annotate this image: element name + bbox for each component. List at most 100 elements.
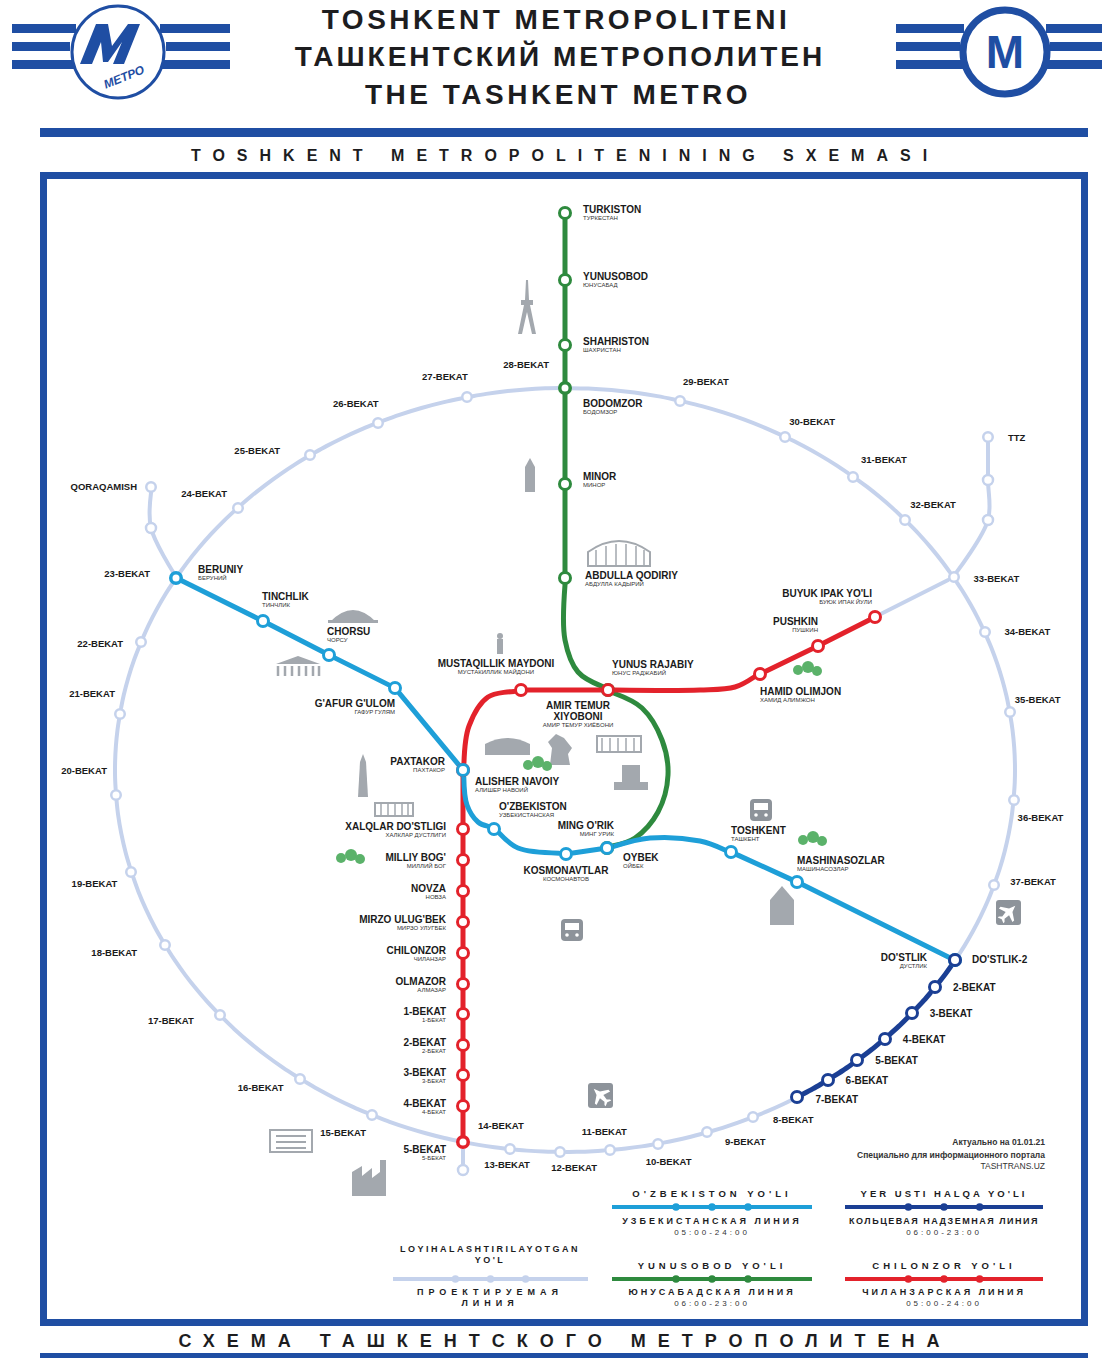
- station-circle: [135, 636, 147, 648]
- station-circle: [906, 1008, 917, 1019]
- station-name: MILLIY BOG': [385, 852, 446, 863]
- station-label: SHAHRISTONШАХРИСТАН: [583, 336, 649, 354]
- station-node: OLMAZORАЛМАЗАР: [456, 977, 470, 991]
- station-circle: [870, 612, 881, 623]
- station-circle: [114, 708, 126, 720]
- station-circle: [982, 431, 994, 443]
- track-segment: [461, 960, 466, 977]
- station-label: TTZ: [1008, 432, 1025, 443]
- station-circle: [390, 683, 401, 694]
- station-name-cyrillic: ГАФУР ГУЛЯМ: [315, 709, 395, 716]
- station-name: 22-BEKAT: [77, 638, 123, 649]
- station-circle: [146, 482, 156, 492]
- station-name-cyrillic: 4-БЕКАТ: [403, 1109, 446, 1116]
- legend-swatch: [708, 1203, 716, 1211]
- station-circle: [847, 471, 859, 483]
- station-circle: [560, 208, 571, 219]
- station-circle: [170, 572, 182, 584]
- station-circle: [558, 273, 572, 287]
- station-circle: [979, 626, 991, 638]
- subtitle-box: TOSHKENT METROPOLITENINING SXEMASI: [191, 146, 939, 165]
- track-segment: [959, 890, 992, 954]
- station-name: 31-BEKAT: [861, 454, 907, 465]
- station-circle: [675, 396, 685, 406]
- track-segment: [804, 1084, 822, 1094]
- station-circle: [305, 450, 315, 460]
- station-name: 3-BEKAT: [403, 1067, 446, 1078]
- station-node: 20-BEKAT: [110, 789, 122, 801]
- station-circle: [653, 1139, 663, 1149]
- track-segment: [616, 1145, 652, 1150]
- station-node: 17-BEKAT: [214, 1009, 226, 1021]
- station-name: 5-BEKAT: [403, 1144, 446, 1155]
- station-circle: [928, 980, 942, 994]
- station-node: PUSHKINПУШКИН: [811, 639, 825, 653]
- station-node: 13-BEKAT: [504, 1143, 516, 1155]
- station-label: 2-BEKAT2-БЕКАТ: [403, 1037, 446, 1055]
- station-name-cyrillic: ЮНУС РАДЖАБИЙ: [612, 670, 694, 677]
- station-node: AMIR TEMUR XIYOBONIАМИР ТЕМУР ХИЁБОНИ: [601, 683, 615, 697]
- legend-hours: 06:00-23:00: [674, 1299, 750, 1309]
- station-node: HAMID OLIMJONХАМИД АЛИМЖОН: [753, 667, 767, 681]
- station-name-cyrillic: ШАХРИСТАН: [583, 347, 649, 354]
- station-circle: [159, 939, 171, 951]
- station-circle: [145, 481, 157, 493]
- station-name-cyrillic: МИЛЛИЙ БОГ: [385, 863, 446, 870]
- station-circle: [848, 472, 858, 482]
- frame: [40, 128, 1088, 137]
- station-name-cyrillic: УЗБЕКИСТАНСКАЯ: [499, 812, 567, 819]
- station-name: 7-BEKAT: [815, 1094, 858, 1105]
- track-segment: [461, 898, 466, 915]
- station-label: 35-BEKAT: [1015, 694, 1061, 705]
- legend-subtext: КОЛЬЦЕВАЯ НАДЗЕМНАЯ ЛИНИЯ: [849, 1216, 1039, 1227]
- track-segment: [461, 929, 466, 946]
- station-label: 36-BEKAT: [1018, 812, 1064, 823]
- station-label: XALQLAR DO'STLIGIХАЛКЛАР ДУСТЛИГИ: [345, 821, 446, 839]
- station-circle: [462, 392, 472, 402]
- station-name-cyrillic: ХАЛКЛАР ДУСТЛИГИ: [345, 832, 446, 839]
- station-label: 5-BEKAT: [875, 1055, 918, 1066]
- legend-subtext: ЧИЛАНЗАРСКАЯ ЛИНИЯ: [862, 1287, 1026, 1298]
- station-circle: [1004, 706, 1016, 718]
- track-segment: [766, 649, 811, 671]
- landmark-icons: [518, 280, 536, 334]
- station-name: 30-BEKAT: [789, 416, 835, 427]
- station-node: CHORSUЧОРСУ: [322, 648, 336, 662]
- station-node: 28-BEKAT: [559, 382, 571, 394]
- station-circle: [879, 1033, 890, 1044]
- legend-swatch: [905, 1275, 913, 1283]
- legend-subtext-box: ПРОЕКТИРУЕМАЯ ЛИНИЯ: [390, 1287, 590, 1309]
- header-stripes: [160, 60, 230, 69]
- legend-swatch: [612, 1275, 812, 1283]
- station-circle: [652, 1138, 664, 1150]
- station-node: MASHINASOZLARМАШИНАСОЗЛАР: [790, 875, 804, 889]
- station-label: BUYUK IPAK YO'LIБУЮК ИПАК ЙУЛИ: [782, 588, 872, 606]
- station-circle: [505, 1144, 515, 1154]
- station-circle: [456, 1038, 470, 1052]
- station-name-cyrillic: ПАХТАКОР: [390, 767, 445, 774]
- station-label: TOSHKENTТАШКЕНТ: [731, 825, 786, 843]
- track-segment: [957, 443, 990, 572]
- station-name: YUNUS RAJABIY: [612, 659, 694, 670]
- station-circle: [900, 515, 910, 525]
- station-circle: [747, 1111, 759, 1123]
- track-segment: [306, 1082, 367, 1113]
- station-node: 19-BEKAT: [125, 866, 137, 878]
- station-name: ALISHER NAVOIY: [475, 776, 559, 787]
- station-label: 32-BEKAT: [910, 499, 956, 510]
- station-name-cyrillic: ТИНЧЛИК: [262, 602, 309, 609]
- legend-hours-box: 06:00-23:00: [906, 1228, 982, 1238]
- station-circle: [983, 432, 993, 442]
- caption: СХЕМА ТАШКЕНТСКОГО МЕТРОПОЛИТЕНА: [178, 1330, 951, 1352]
- station-circle: [489, 824, 500, 835]
- station-name: OYBEK: [623, 852, 659, 863]
- station-circle: [948, 953, 962, 967]
- station-name: TTZ: [1008, 432, 1025, 443]
- landmark-icons: [381, 803, 408, 816]
- track-segment: [573, 849, 600, 853]
- station-circle: [868, 610, 882, 624]
- landmark-icons: [270, 280, 794, 1196]
- station-label: CHILONZORЧИЛАНЗАР: [387, 945, 446, 963]
- station-label: DO'STLIKДУСТЛИК: [881, 952, 927, 970]
- station-circle: [516, 685, 527, 696]
